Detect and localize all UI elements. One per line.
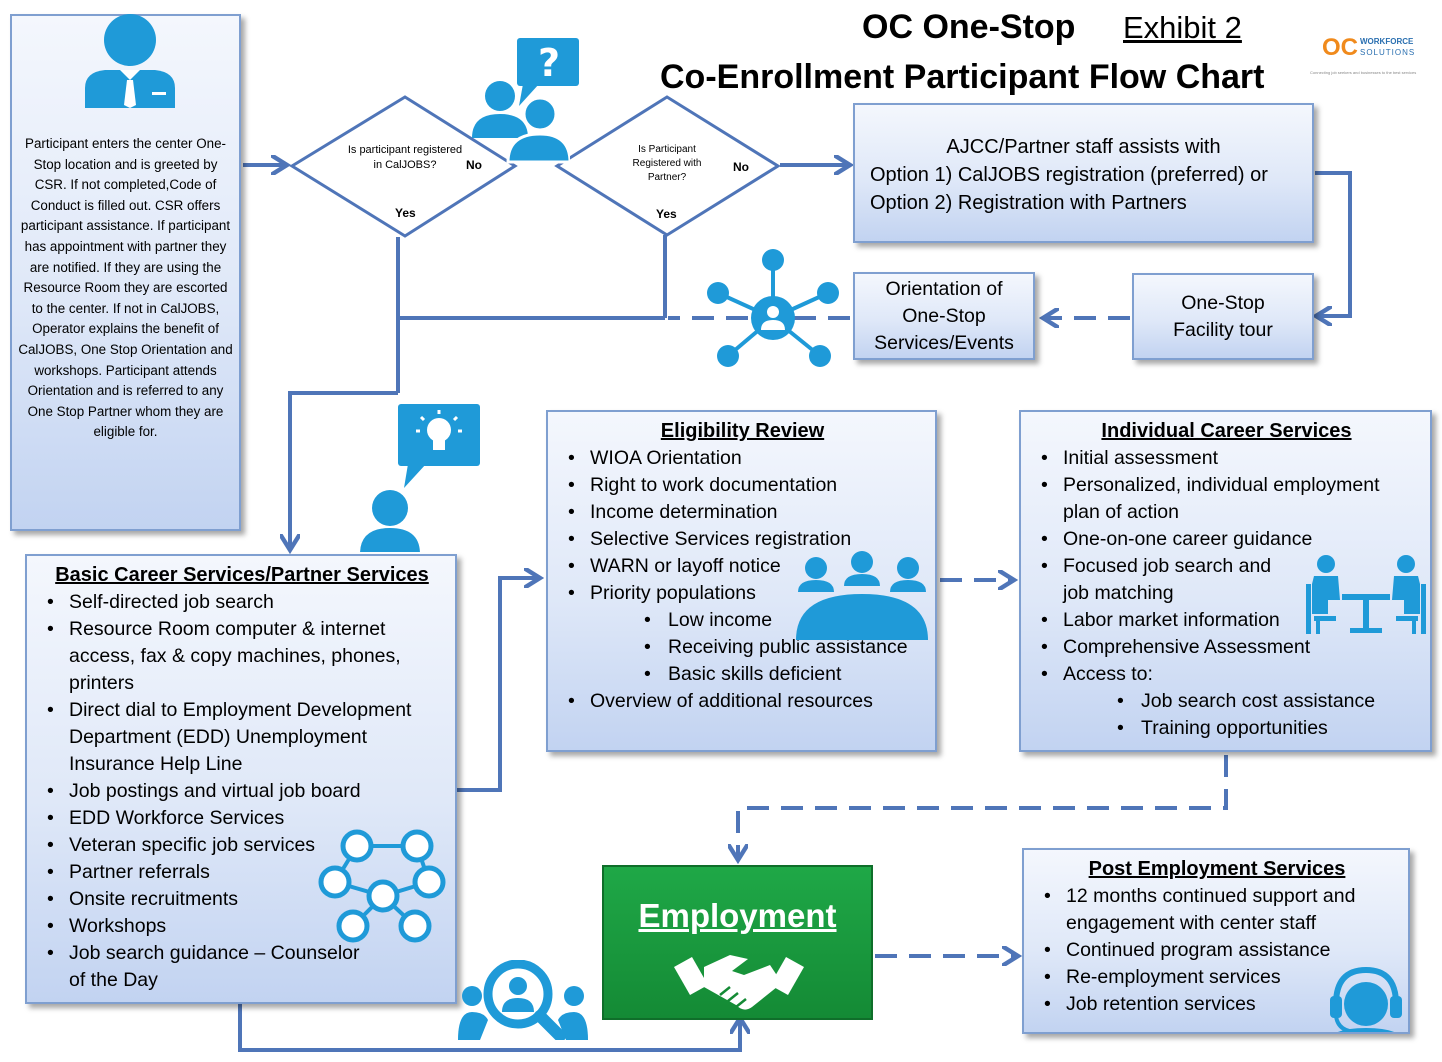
basic-item: Self-directed job search <box>39 589 445 616</box>
individual-item: Access to: <box>1033 661 1420 688</box>
basic-item: Partner referrals <box>39 859 445 886</box>
title-line2: Co-Enrollment Participant Flow Chart <box>660 58 1265 96</box>
basic-services-title: Basic Career Services/Partner Services <box>55 564 429 586</box>
post-item: Continued program assistance <box>1036 937 1398 964</box>
individual-subitem: Training opportunities <box>1113 715 1420 742</box>
individual-item: Labor market information <box>1033 607 1420 634</box>
meeting-group-icon <box>796 551 928 640</box>
arrow-basic-to-employment <box>238 1003 740 1052</box>
intro-text: Participant enters the center One-Stop l… <box>18 136 233 440</box>
individual-item: One-on-one career guidance <box>1033 526 1420 553</box>
basic-item: Direct dial to Employment Development De… <box>39 697 445 778</box>
intro-box: Participant enters the center One-Stop l… <box>10 14 241 531</box>
basic-services-box: Basic Career Services/Partner Services S… <box>25 554 457 1004</box>
logo-line2: SOLUTIONS <box>1360 48 1416 57</box>
ajcc-line1: AJCC/Partner staff assists with <box>946 136 1221 158</box>
decision-partner-no: No <box>733 160 749 174</box>
eligibility-title: Eligibility Review <box>660 420 825 442</box>
orientation-text: Orientation of One-Stop Services/Events <box>874 277 1014 354</box>
decision-caljobs-no: No <box>466 158 482 172</box>
ajcc-line3: Option 2) Registration with Partners <box>870 192 1187 214</box>
tour-box: One-Stop Facility tour <box>1132 273 1314 360</box>
arrow-individual-to-employment <box>738 755 1228 858</box>
tour-text: One-Stop Facility tour <box>1173 291 1273 341</box>
basic-item: Job search guidance – Counselor of the D… <box>39 940 445 994</box>
search-people-icon <box>458 960 588 1040</box>
eligibility-item: Income determination <box>560 499 925 526</box>
basic-item: Workshops <box>39 913 445 940</box>
individual-title: Individual Career Services <box>1101 420 1352 442</box>
post-item: Re-employment services <box>1036 964 1398 991</box>
interview-table-icon <box>1306 555 1426 634</box>
eligibility-item: Overview of additional resources <box>560 688 925 715</box>
ajcc-line2: Option 1) CalJOBS registration (preferre… <box>870 164 1268 186</box>
eligibility-subitem: Receiving public assistance <box>640 634 925 661</box>
post-item: Job retention services <box>1036 991 1398 1018</box>
arrow-basic-to-eligibility <box>457 578 538 792</box>
individual-subitem: Job search cost assistance <box>1113 688 1420 715</box>
question-bubble-icon: ? <box>517 38 579 106</box>
logo-tagline: Connecting job seekers and businesses to… <box>1310 70 1417 75</box>
workforce-logo: OC WORKFORCE SOLUTIONS Connecting job se… <box>1310 34 1440 94</box>
logo-line1: WORKFORCE <box>1360 37 1414 46</box>
network-hub-icon <box>707 249 839 367</box>
employment-box: Employment <box>602 865 873 1020</box>
title-line1: OC One-Stop <box>862 8 1076 46</box>
basic-item: Onsite recruitments <box>39 886 445 913</box>
eligibility-box: Eligibility Review WIOA Orientation Righ… <box>546 410 937 752</box>
handshake-icon <box>674 955 804 1010</box>
basic-item: EDD Workforce Services <box>39 805 445 832</box>
decision-caljobs-diamond <box>289 95 518 238</box>
employment-label: Employment <box>638 897 837 934</box>
headset-support-icon <box>1330 966 1402 1032</box>
logo-letters: OC <box>1322 34 1358 61</box>
people-icon <box>472 81 570 164</box>
ajcc-box: AJCC/Partner staff assists with Option 1… <box>853 103 1314 243</box>
post-employment-box: Post Employment Services 12 months conti… <box>1022 848 1410 1034</box>
decision-partner-diamond <box>554 95 781 237</box>
social-network-icon <box>318 829 446 943</box>
eligibility-item: Selective Services registration <box>560 526 925 553</box>
individual-box: Individual Career Services Initial asses… <box>1019 410 1432 752</box>
individual-item: Focused job search and job matching <box>1033 553 1420 607</box>
arrow-to-basic <box>290 391 398 548</box>
svg-text:?: ? <box>538 41 560 85</box>
orientation-box: Orientation of One-Stop Services/Events <box>853 272 1035 360</box>
lightbulb-idea-icon <box>360 404 480 552</box>
individual-item: Comprehensive Assessment <box>1033 634 1420 661</box>
businessman-icon <box>85 14 175 108</box>
exhibit-label: Exhibit 2 <box>1123 10 1242 45</box>
decision-caljobs-yes: Yes <box>395 206 416 220</box>
individual-item: Initial assessment <box>1033 445 1420 472</box>
eligibility-subitem: Low income <box>640 607 925 634</box>
eligibility-subitem: Basic skills deficient <box>640 661 925 688</box>
individual-item: Personalized, individual employment plan… <box>1033 472 1420 526</box>
arrow-ajcc-to-tour <box>1315 171 1352 316</box>
eligibility-item: WIOA Orientation <box>560 445 925 472</box>
post-employment-title: Post Employment Services <box>1088 858 1346 880</box>
eligibility-item: WARN or layoff notice <box>560 553 925 580</box>
basic-item: Veteran specific job services <box>39 832 445 859</box>
post-item: 12 months continued support and engageme… <box>1036 883 1398 937</box>
eligibility-item: Right to work documentation <box>560 472 925 499</box>
decision-partner-yes: Yes <box>656 207 677 221</box>
eligibility-item: Priority populations <box>560 580 925 607</box>
decision-partner-question: Is Participant Registered with Partner? <box>632 144 702 183</box>
basic-item: Job postings and virtual job board <box>39 778 445 805</box>
basic-item: Resource Room computer & internet access… <box>39 616 445 697</box>
decision-caljobs-question: Is participant registered in CalJOBS? <box>347 144 463 171</box>
